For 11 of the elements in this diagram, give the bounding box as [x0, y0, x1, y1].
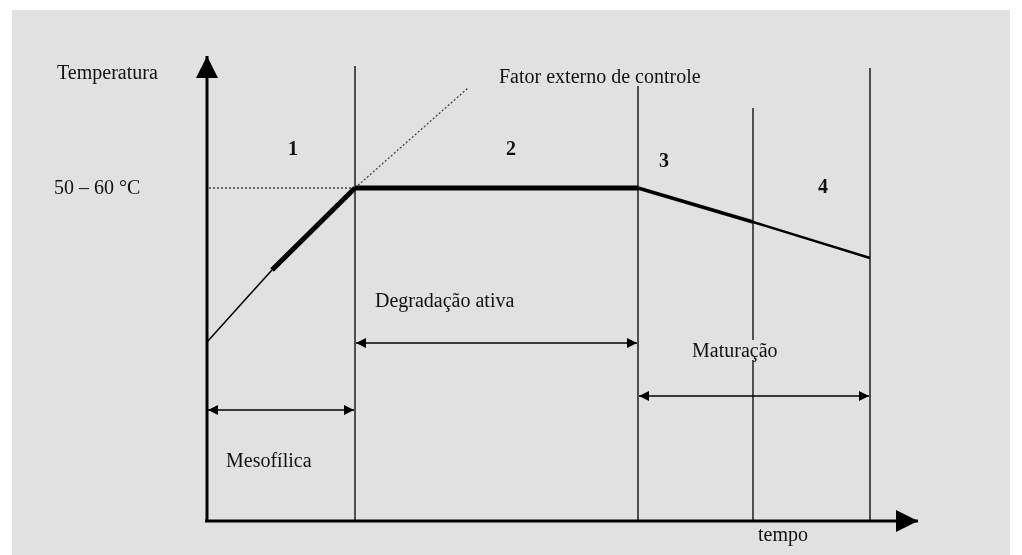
axis-label: Temperatura — [57, 62, 158, 82]
phase-label: Mesofílica — [226, 450, 312, 470]
phase-label: Maturação — [690, 340, 780, 360]
phase-number: 2 — [506, 138, 516, 158]
phase-number: 4 — [818, 176, 828, 196]
annotation-label: Fator externo de controle — [497, 66, 703, 86]
axis-label: tempo — [758, 524, 808, 544]
phase-number: 1 — [288, 138, 298, 158]
phase-number: 3 — [659, 150, 669, 170]
phase-label: Degradação ativa — [375, 290, 515, 310]
temperature-value: 50 – 60 °C — [54, 177, 141, 197]
